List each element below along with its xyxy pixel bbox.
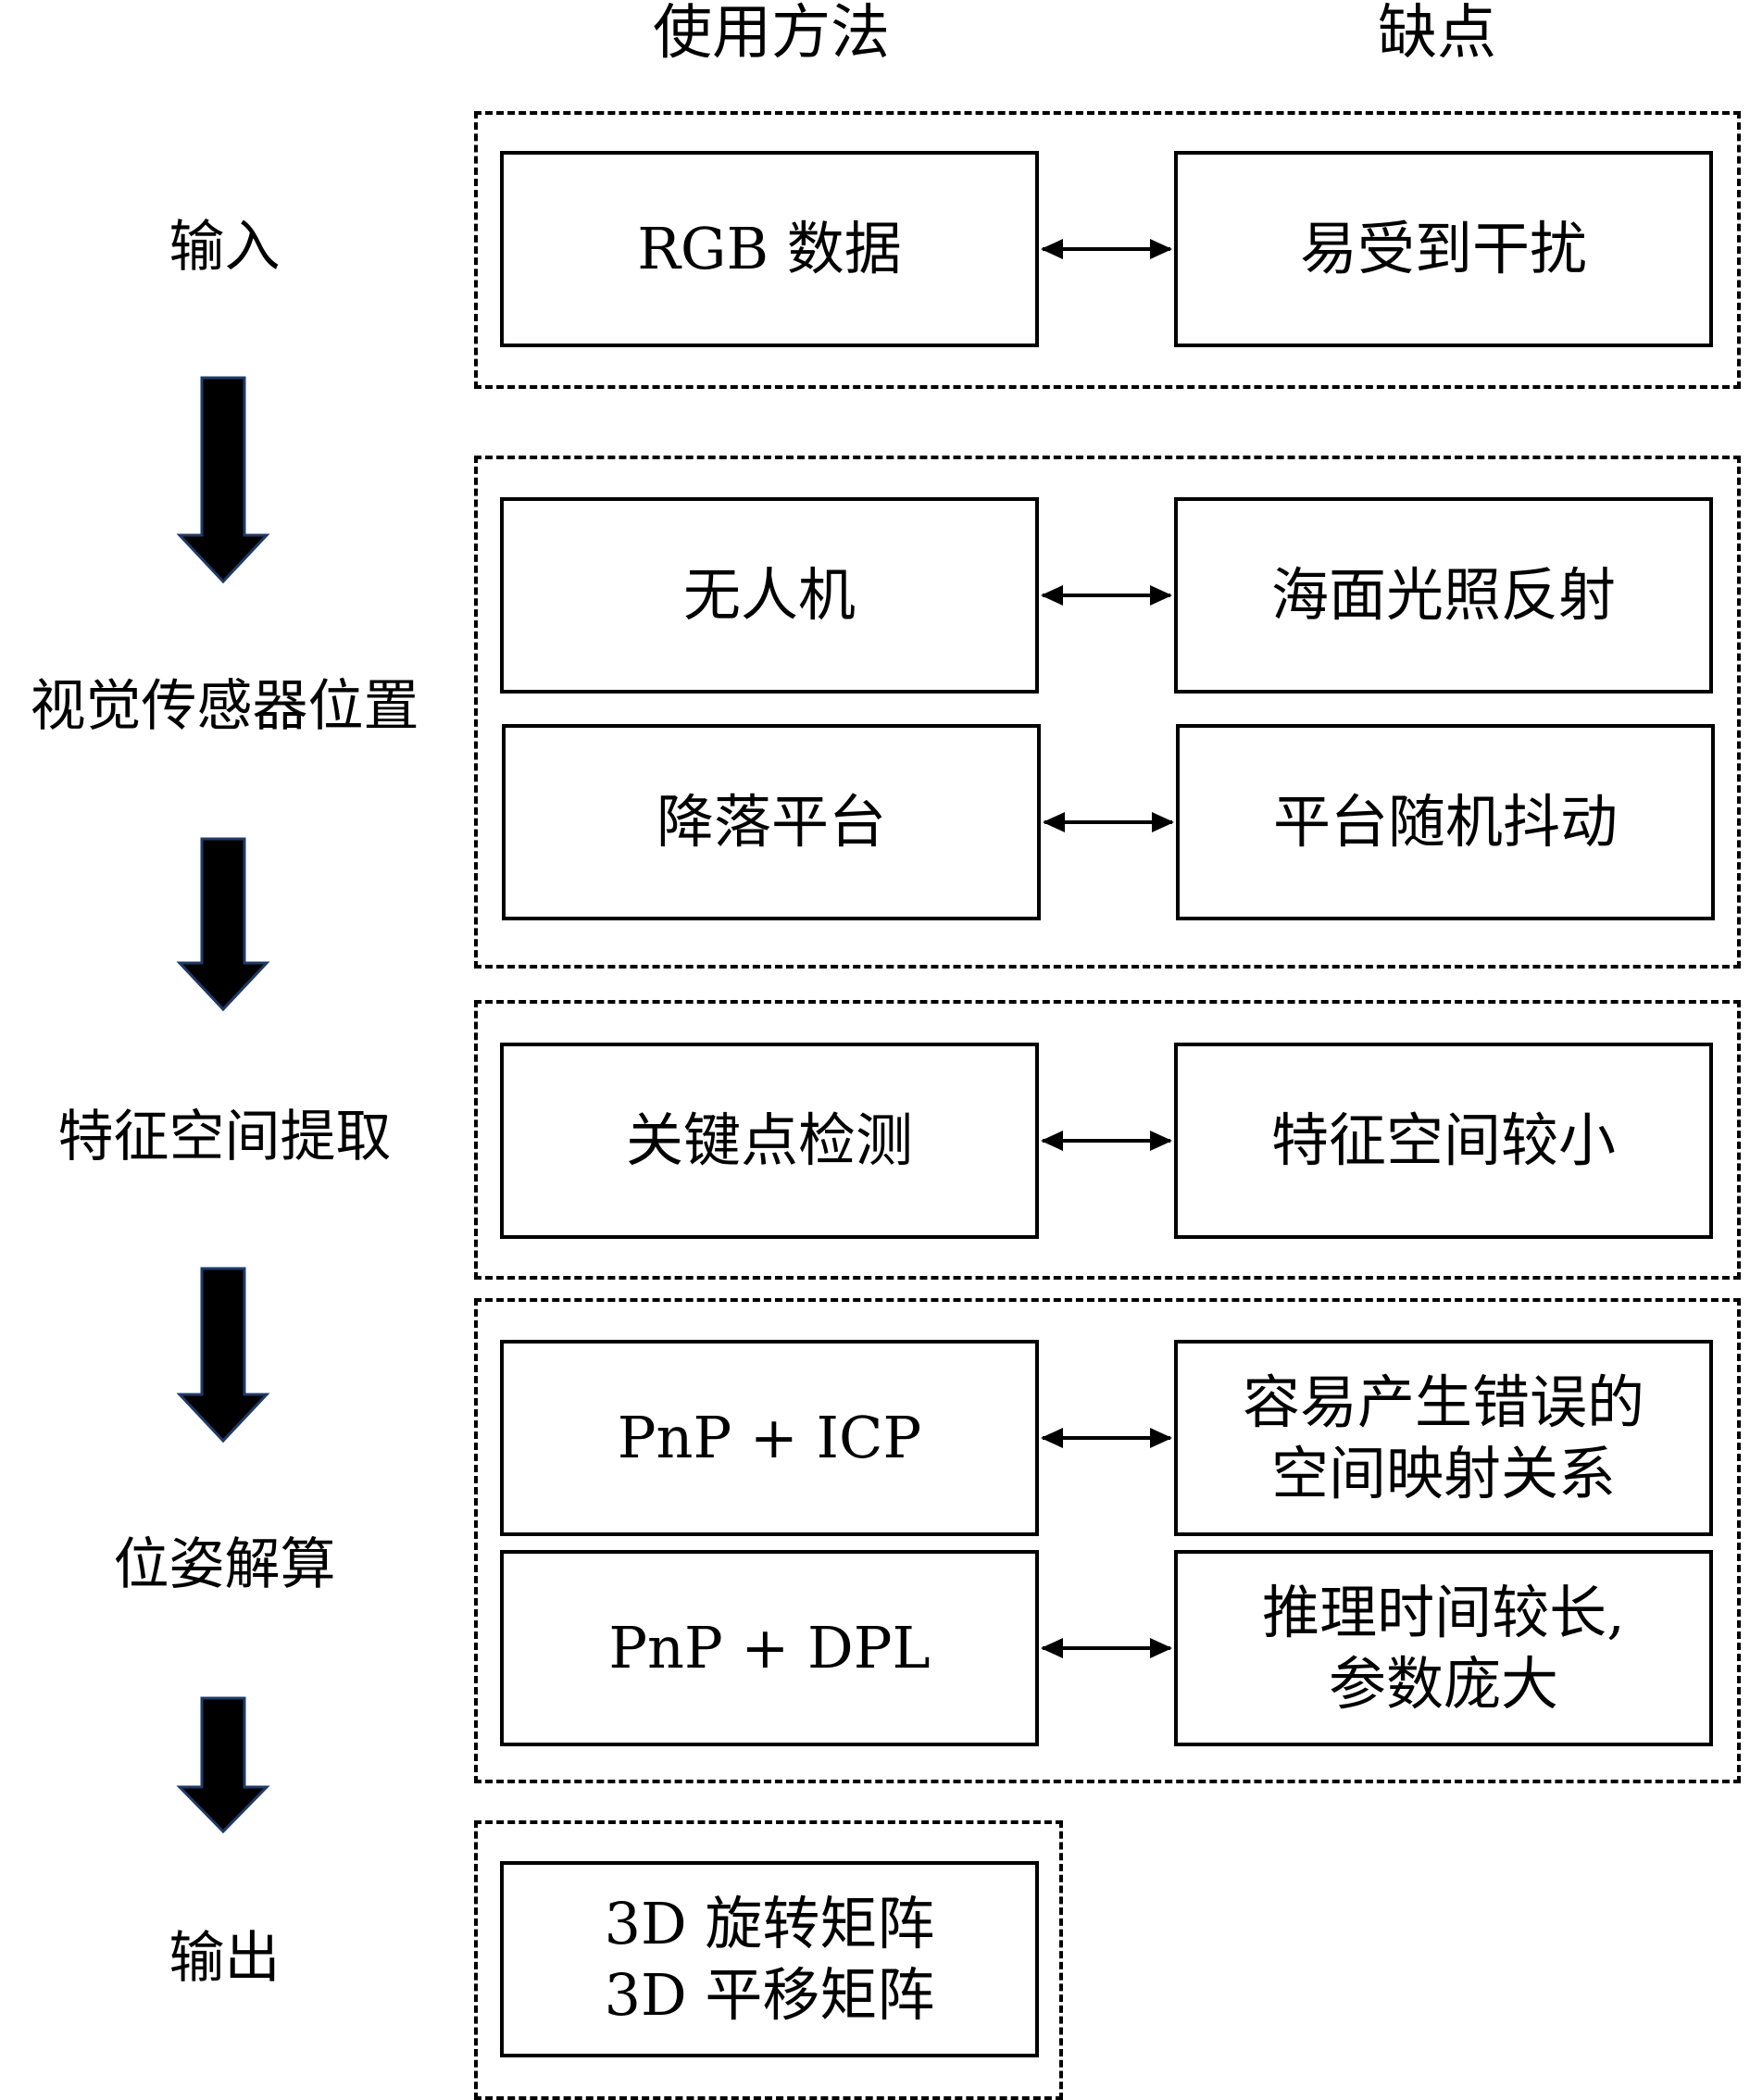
down-arrow-icon: [176, 1696, 270, 1834]
method-box-pnp-icp: PnP + ICP: [500, 1340, 1039, 1536]
drawback-label: 特征空间较小: [1270, 1106, 1616, 1175]
drawback-line: 空间映射关系: [1270, 1440, 1616, 1507]
method-box-platform: 降落平台: [502, 724, 1041, 920]
drawback-box-long-inference: 推理时间较长, 参数庞大: [1174, 1550, 1713, 1746]
drawback-box-platform-jitter: 平台随机抖动: [1176, 724, 1715, 920]
method-label: PnP + DPL: [608, 1614, 931, 1682]
drawback-label: 海面光照反射: [1270, 561, 1616, 630]
stage-pose-solving: 位姿解算: [113, 1532, 336, 1597]
drawback-box-sea-reflection: 海面光照反射: [1174, 497, 1713, 694]
stage-input: 输入: [169, 215, 281, 280]
group-sensor-position: [474, 456, 1741, 969]
method-label: 关键点检测: [625, 1106, 913, 1175]
stage-output: 输出: [169, 1926, 281, 1991]
method-label: RGB 数据: [637, 215, 902, 283]
method-box-keypoint: 关键点检测: [500, 1043, 1039, 1239]
method-label: PnP + ICP: [617, 1404, 922, 1472]
method-label: 降落平台: [656, 788, 886, 856]
drawback-box-small-feature-space: 特征空间较小: [1174, 1043, 1713, 1239]
down-arrow-icon: [176, 837, 270, 1012]
drawback-label: 平台随机抖动: [1272, 788, 1618, 856]
drawback-label: 易受到干扰: [1299, 215, 1587, 283]
output-line-rotation: 3D 旋转矩阵: [604, 1889, 935, 1957]
drawback-box-wrong-mapping: 容易产生错误的 空间映射关系: [1174, 1340, 1713, 1536]
stage-sensor-position: 视觉传感器位置: [30, 674, 419, 739]
method-label: 无人机: [682, 561, 856, 630]
group-feature-extraction: [474, 1000, 1741, 1280]
method-box-uav: 无人机: [500, 497, 1039, 694]
drawback-line: 推理时间较长,: [1262, 1578, 1625, 1646]
drawback-line: 容易产生错误的: [1242, 1368, 1644, 1436]
output-line-translation: 3D 平移矩阵: [604, 1961, 935, 2029]
drawback-box-interference: 易受到干扰: [1174, 151, 1713, 347]
method-box-rgb: RGB 数据: [500, 151, 1039, 347]
header-drawback: 缺点: [1378, 0, 1496, 68]
down-arrow-icon: [176, 1267, 270, 1444]
group-input: [474, 111, 1741, 389]
down-arrow-icon: [176, 376, 270, 584]
stage-feature-extraction: 特征空间提取: [57, 1105, 392, 1169]
group-output: [474, 1820, 1063, 2100]
drawback-line: 参数庞大: [1328, 1650, 1558, 1718]
method-box-pnp-dpl: PnP + DPL: [500, 1550, 1039, 1746]
output-box: 3D 旋转矩阵 3D 平移矩阵: [500, 1861, 1039, 2057]
group-pose-solving: [474, 1298, 1741, 1783]
header-method: 使用方法: [653, 0, 890, 68]
